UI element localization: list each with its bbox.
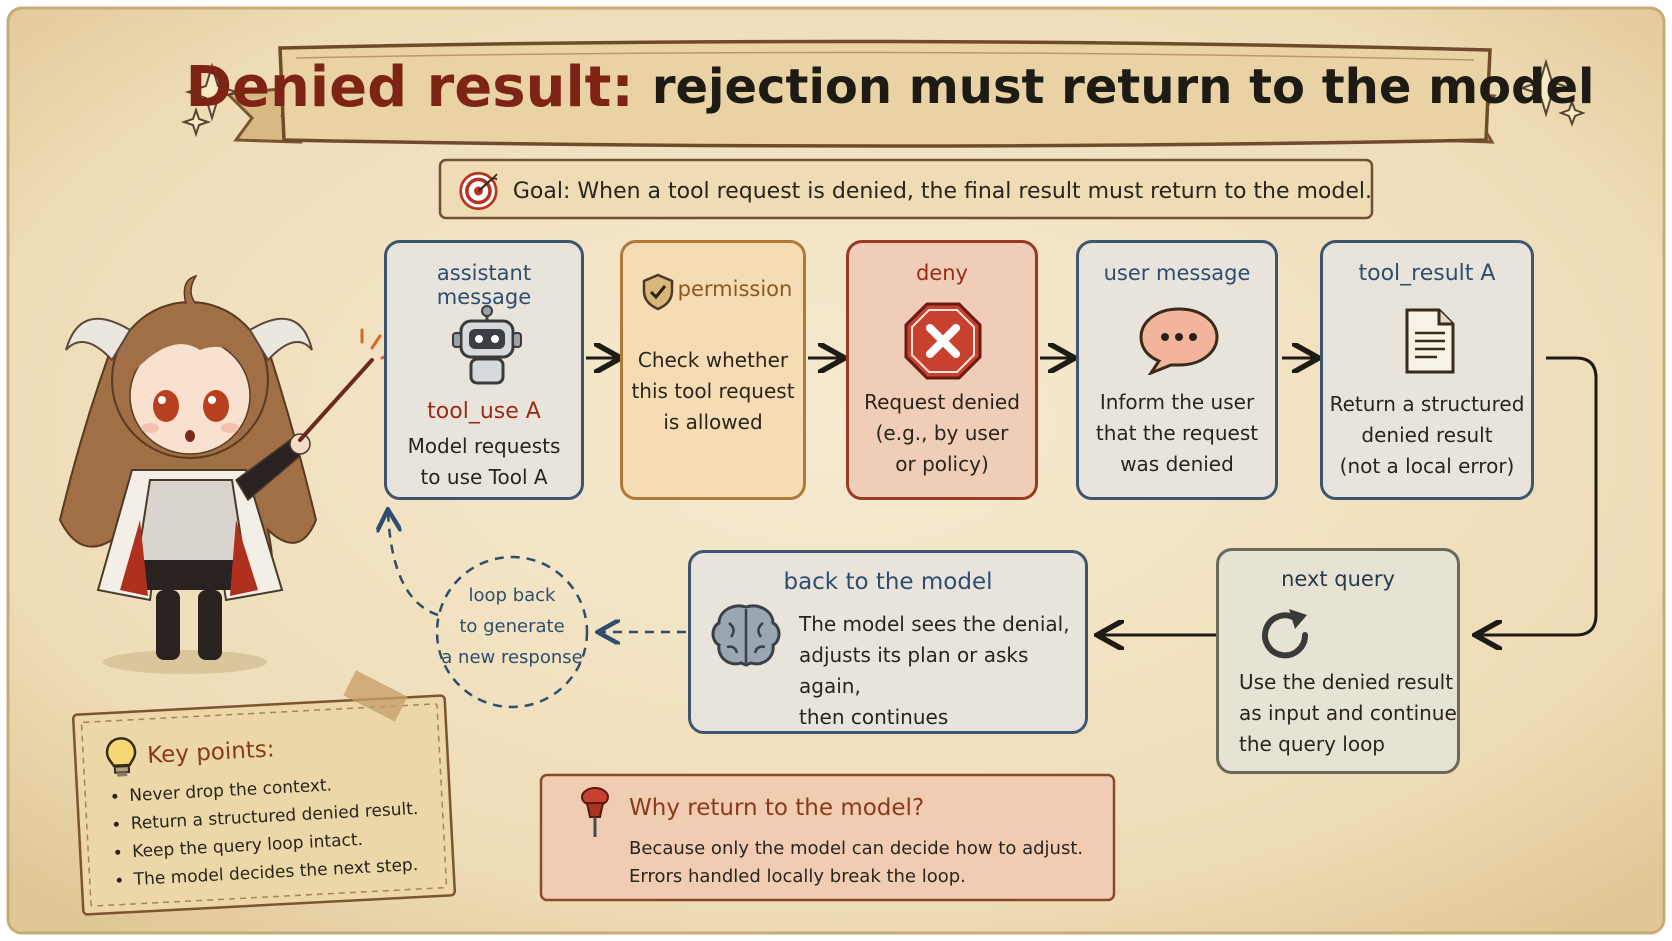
step-deny: deny Request denied (e.g., by user or po… — [846, 240, 1038, 500]
step-body: Request denied (e.g., by user or policy) — [849, 387, 1035, 480]
step-label: tool_result A — [1358, 261, 1496, 286]
step-body-line: adjusts its plan or asks again, — [799, 643, 1029, 698]
step-tool-result: tool_result A Return a structured denied… — [1320, 240, 1534, 500]
step-assistant-message: assistant message tool_use A Model reque… — [384, 240, 584, 500]
step-body: Model requests to use Tool A — [387, 431, 581, 493]
step-next-query: next query Use the denied result as inpu… — [1216, 548, 1460, 774]
step-body-line: Return a structured — [1329, 392, 1525, 416]
title-highlight: Denied result: — [185, 54, 634, 120]
step-label: permission — [677, 277, 793, 301]
tool-use-label: tool_use A — [427, 399, 541, 424]
step-body-line: to use Tool A — [420, 465, 548, 489]
arrow-loop-assistant — [388, 512, 439, 617]
step-user-message: user message Inform the user that the re… — [1076, 240, 1278, 500]
goal-text: Goal: When a tool request is denied, the… — [512, 178, 1372, 204]
robot-icon — [452, 305, 522, 385]
step-body-line: (not a local error) — [1339, 454, 1515, 478]
step-body: Inform the user that the request was den… — [1079, 387, 1275, 480]
loop-back-label: loop back to generate a new response — [437, 580, 587, 673]
step-label: deny — [916, 261, 968, 285]
step-body-line: (e.g., by user — [875, 421, 1009, 445]
target-icon — [459, 171, 498, 211]
arrow-5-next — [1478, 356, 1598, 635]
step-label: user message — [1103, 261, 1251, 285]
step-body: Return a structured denied result (not a… — [1323, 389, 1531, 482]
step-body-line: that the request — [1095, 421, 1259, 445]
brain-icon — [711, 604, 781, 667]
speech-bubble-icon — [1139, 307, 1219, 375]
loop-back-circle — [435, 555, 589, 709]
step-body-line: Use the denied result — [1239, 670, 1454, 694]
shield-check-icon — [642, 273, 674, 311]
why-box — [539, 773, 1116, 902]
pushpin-icon — [581, 787, 609, 837]
step-body-line: The model sees the denial, — [799, 612, 1070, 636]
loop-back-line: a new response — [441, 647, 583, 668]
key-points-list: Never drop the context. Return a structu… — [107, 767, 422, 895]
step-body-line: then continues — [799, 705, 949, 729]
why-line: Because only the model can decide how to… — [629, 838, 1084, 859]
step-body-line: was denied — [1120, 452, 1234, 476]
page-title: Denied result: rejection must return to … — [186, 42, 1595, 132]
step-body-line: denied result — [1361, 423, 1493, 447]
document-icon — [1405, 308, 1455, 374]
key-points-note: Key points: Never drop the context. Retu… — [73, 695, 455, 914]
why-note: Why return to the model? Because only th… — [541, 775, 1114, 900]
why-line: Errors handled locally break the loop. — [629, 866, 966, 887]
chibi-guide-illustration — [58, 274, 398, 674]
step-body-line: or policy) — [895, 452, 989, 476]
step-body: Use the denied result as input and conti… — [1239, 667, 1457, 760]
why-body: Because only the model can decide how to… — [629, 835, 1083, 891]
step-body-line: as input and continue — [1239, 701, 1457, 725]
goal-box — [438, 158, 1374, 220]
goal-banner: Goal: When a tool request is denied, the… — [440, 163, 1372, 219]
title-banner — [224, 39, 1497, 148]
step-body-line: is allowed — [663, 410, 763, 434]
refresh-icon — [1262, 609, 1309, 659]
step-body-line: the query loop — [1239, 732, 1385, 756]
loop-back-line: to generate — [459, 616, 565, 637]
step-body: Check whether this tool request is allow… — [623, 345, 803, 438]
sparkles-decoration — [180, 58, 1586, 138]
keypoints-card — [71, 670, 457, 916]
step-label: assistant message — [436, 261, 532, 309]
step-body-line: Model requests — [407, 434, 561, 458]
step-back-to-model: back to the model The model sees the den… — [688, 550, 1088, 734]
step-label: next query — [1281, 567, 1395, 591]
why-title: Why return to the model? — [629, 795, 925, 821]
loop-back-line: loop back — [468, 585, 556, 606]
title-rest: rejection must return to the model — [651, 59, 1595, 115]
step-body-line: Check whether — [637, 348, 789, 372]
step-permission: permission Check whether this tool reque… — [620, 240, 806, 500]
step-body-line: Request denied — [864, 390, 1020, 414]
step-body: The model sees the denial, adjusts its p… — [799, 609, 1085, 733]
step-label: back to the model — [783, 569, 993, 595]
key-points-title: Key points: — [146, 736, 276, 770]
step-body-line: this tool request — [631, 379, 795, 403]
stop-x-icon — [904, 302, 982, 380]
step-body-line: Inform the user — [1099, 390, 1255, 414]
lightbulb-icon — [105, 737, 137, 777]
